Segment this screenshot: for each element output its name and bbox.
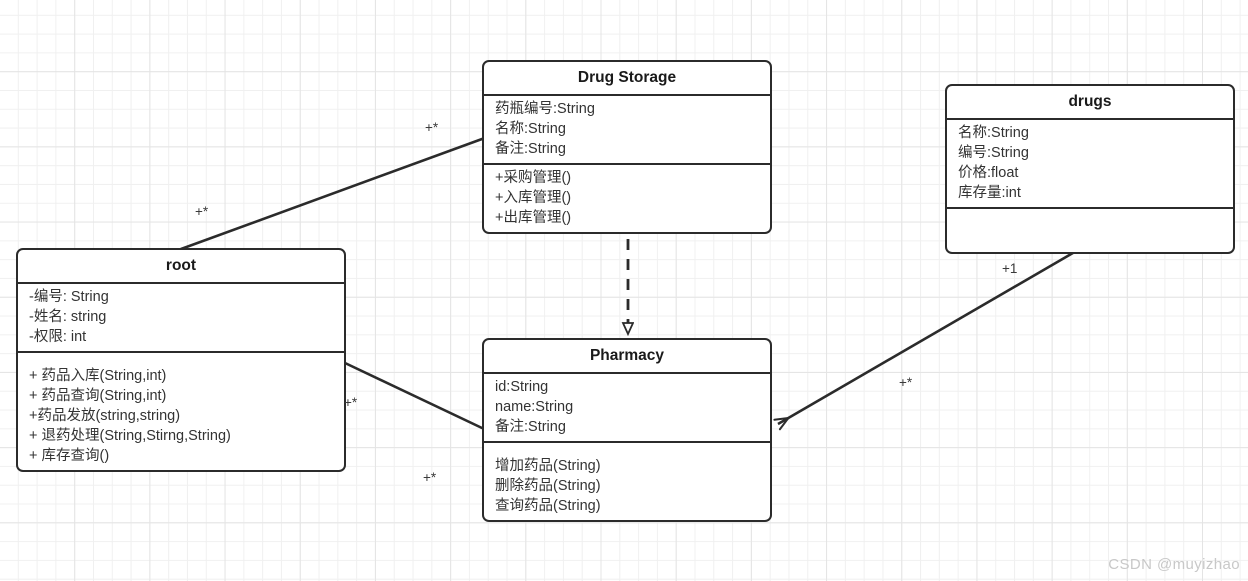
operation-row: +药品发放(string,string) — [29, 408, 181, 425]
multiplicity-label-root-pharmacy-lower: +* — [423, 470, 437, 485]
edge-root-drugstorage — [179, 137, 484, 251]
class-separator — [947, 207, 1233, 210]
attributes-root: -编号: String -姓名: string -权限: int — [18, 284, 344, 351]
class-separator — [484, 441, 770, 444]
attribute-row: 药瓶编号:String — [495, 101, 595, 118]
attribute-row: -权限: int — [29, 329, 87, 346]
class-title-root: root — [165, 257, 197, 274]
attributes-pharmacy: id:String name:String 备注:String — [484, 374, 770, 441]
multiplicity-label-drugs-pharmacy-near-pharmacy: +* — [899, 375, 913, 390]
operation-row: 删除药品(String) — [495, 478, 601, 495]
class-separator — [947, 118, 1233, 121]
operation-row: 增加药品(String) — [495, 458, 601, 475]
attribute-row: 备注:String — [495, 141, 566, 158]
edge-root-pharmacy — [343, 361, 484, 430]
attribute-row: 编号:String — [958, 145, 1029, 162]
class-separator — [18, 351, 344, 354]
attribute-row: id:String — [495, 379, 549, 396]
multiplicity-label-root-storage-near-root: +* — [195, 204, 209, 219]
class-separator — [484, 372, 770, 375]
class-title-pharmacy: Pharmacy — [589, 347, 665, 364]
multiplicity-label-drugs-pharmacy-near-drugs: +1 — [1002, 261, 1018, 276]
operations-drugs — [947, 209, 1233, 252]
class-title-drug-storage: Drug Storage — [577, 69, 677, 86]
operations-drug-storage: +采购管理() +入库管理() +出库管理() — [484, 165, 770, 232]
operation-row: 查询药品(String) — [495, 498, 601, 515]
class-box-drugs[interactable]: drugs 名称:String 编号:String 价格:float 库存量:i… — [945, 84, 1235, 255]
class-separator — [484, 94, 770, 97]
multiplicity-label-root-pharmacy-near-root: +* — [344, 395, 358, 410]
attribute-row: 名称:String — [958, 125, 1029, 142]
attribute-row: name:String — [495, 399, 574, 416]
edge-drugs-pharmacy — [773, 237, 1098, 431]
class-title-drugs: drugs — [1068, 93, 1112, 110]
class-separator — [18, 282, 344, 285]
multiplicity-label-root-storage-near-storage: +* — [425, 120, 439, 135]
operation-row: +采购管理() — [495, 170, 572, 187]
class-box-root[interactable]: root -编号: String -姓名: string -权限: int + … — [16, 248, 346, 473]
watermark: CSDN @muyizhao — [1108, 556, 1240, 573]
attributes-drugs: 名称:String 编号:String 价格:float 库存量:int — [947, 120, 1233, 207]
operations-root: + 药品入库(String,int) + 药品查询(String,int) +药… — [18, 353, 344, 470]
attribute-row: -编号: String — [29, 289, 109, 306]
operation-row: +出库管理() — [495, 210, 572, 227]
attributes-drug-storage: 药瓶编号:String 名称:String 备注:String — [484, 96, 770, 163]
class-box-drug-storage[interactable]: Drug Storage 药瓶编号:String 名称:String 备注:St… — [482, 60, 772, 235]
attribute-row: 库存量:int — [958, 185, 1021, 202]
operation-row: + 药品查询(String,int) — [29, 388, 167, 405]
operations-pharmacy: 增加药品(String) 删除药品(String) 查询药品(String) — [484, 443, 770, 520]
operation-row: + 库存查询() — [29, 448, 110, 465]
attribute-row: 名称:String — [495, 121, 566, 138]
class-box-pharmacy[interactable]: Pharmacy id:String name:String 备注:String… — [482, 338, 772, 523]
attribute-row: 备注:String — [495, 419, 566, 436]
attribute-row: -姓名: string — [29, 309, 107, 326]
operation-row: + 退药处理(String,Stirng,String) — [29, 428, 231, 445]
operation-row: + 药品入库(String,int) — [29, 368, 167, 385]
operation-row: +入库管理() — [495, 190, 572, 207]
attribute-row: 价格:float — [958, 165, 1019, 182]
class-separator — [484, 163, 770, 166]
